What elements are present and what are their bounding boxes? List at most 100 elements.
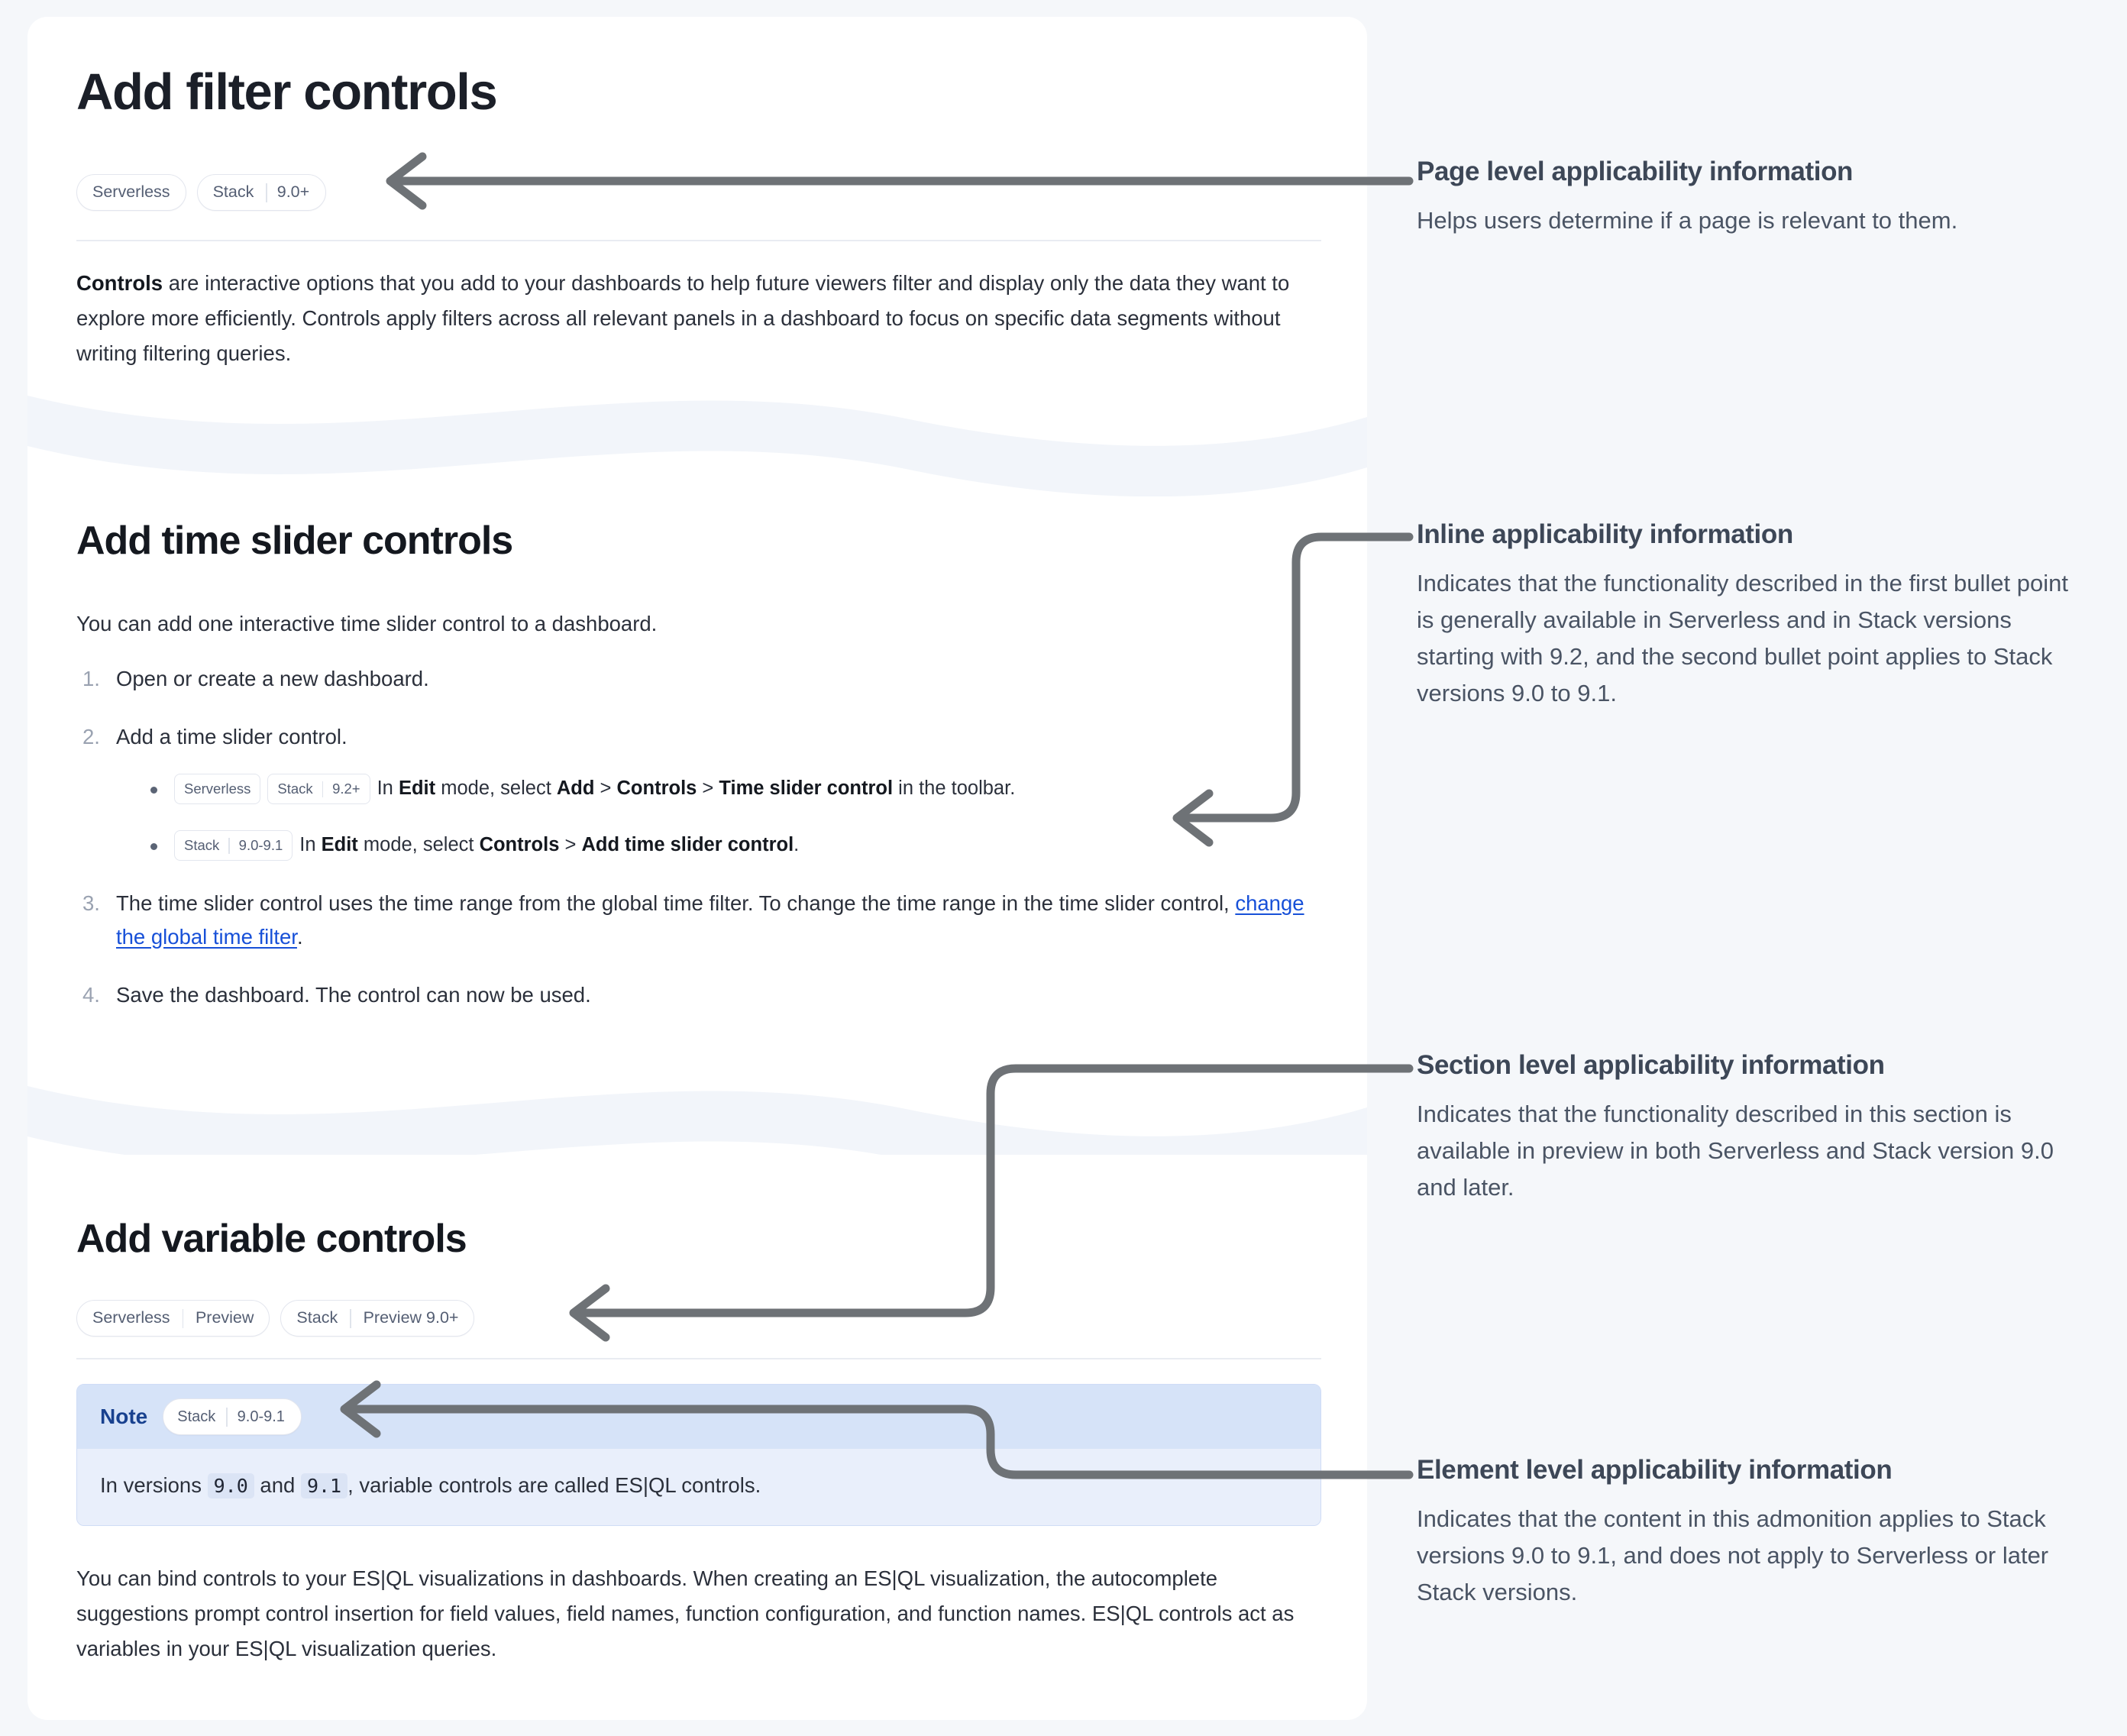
tag-divider bbox=[322, 781, 324, 797]
documentation-panel: Add filter controls Serverless Stack 9.0… bbox=[27, 17, 1367, 1720]
text-run: mode, select bbox=[435, 777, 557, 799]
annotation-body: Indicates that the content in this admon… bbox=[1417, 1505, 2049, 1606]
page-applicability-badges: Serverless Stack 9.0+ bbox=[27, 174, 1367, 211]
step-text-tail: . bbox=[296, 924, 303, 949]
section-intro-paragraph: You can add one interactive time slider … bbox=[76, 612, 658, 635]
intro-paragraph: Controls are interactive options that yo… bbox=[27, 266, 1314, 372]
sub-item-text: In Edit mode, select Add > Controls > Ti… bbox=[377, 777, 1016, 799]
annotation-heading: Page level applicability information bbox=[1417, 157, 1854, 186]
badge-serverless[interactable]: Serverless bbox=[76, 174, 186, 211]
inline-code-version: 9.1 bbox=[300, 1473, 348, 1498]
text-run-bold: Add time slider control bbox=[581, 834, 794, 856]
section-rule bbox=[27, 1358, 1367, 1359]
annotation-section-level: Section level applicability information … bbox=[1417, 1050, 2074, 1206]
annotation-body: Indicates that the functionality describ… bbox=[1417, 1101, 2054, 1201]
badge-segment-lifecycle: Preview bbox=[195, 1308, 254, 1327]
text-run-bold: Edit bbox=[321, 834, 358, 856]
tag-divider bbox=[228, 837, 230, 854]
wave-separator-1 bbox=[27, 382, 1367, 496]
badge-stack[interactable]: Stack 9.0+ bbox=[196, 174, 327, 211]
note-admonition-body: In versions 9.0 and 9.1, variable contro… bbox=[77, 1449, 1320, 1525]
page-title: Add filter controls bbox=[76, 63, 498, 121]
text-run-bold: Add bbox=[556, 777, 595, 799]
badge-serverless-preview[interactable]: Serverless Preview bbox=[76, 1300, 270, 1337]
step-text: Save the dashboard. The control can now … bbox=[116, 983, 591, 1007]
intro-lead: Controls bbox=[76, 271, 163, 295]
badge-segment-label: Stack bbox=[212, 183, 254, 202]
global-time-filter-link[interactable]: change the global time filter bbox=[116, 891, 1304, 949]
step-item: Add a time slider control. Serverless St… bbox=[76, 720, 1338, 862]
note-label: Note bbox=[100, 1405, 148, 1428]
tag-segment-label: Stack bbox=[184, 837, 220, 854]
text-run-bold: Time slider control bbox=[719, 777, 894, 799]
text-run: . bbox=[794, 834, 800, 856]
wave-separator-2 bbox=[27, 1040, 1367, 1155]
text-run: , variable controls are called ES|QL con… bbox=[347, 1473, 761, 1497]
step-item: The time slider control uses the time ra… bbox=[76, 887, 1338, 953]
note-admonition: Note Stack 9.0-9.1 In versions 9.0 and 9… bbox=[76, 1384, 1321, 1526]
annotation-inline-level: Inline applicability information Indicat… bbox=[1417, 519, 2074, 712]
sub-item-text: In Edit mode, select Controls > Add time… bbox=[299, 834, 799, 855]
text-run: mode, select bbox=[357, 834, 480, 856]
tag-serverless[interactable]: Serverless bbox=[174, 774, 261, 805]
annotation-heading: Section level applicability information bbox=[1417, 1050, 1885, 1080]
tag-segment-version: 9.0-9.1 bbox=[238, 837, 283, 854]
badge-segment-label: Stack bbox=[177, 1408, 216, 1425]
page-header: Add filter controls bbox=[27, 63, 1367, 121]
text-run: > bbox=[594, 777, 617, 799]
badge-divider bbox=[266, 183, 267, 202]
badge-segment-version: 9.0-9.1 bbox=[237, 1408, 285, 1425]
text-run: > bbox=[697, 777, 719, 799]
step-item: Open or create a new dashboard. bbox=[76, 662, 1338, 696]
sub-item: Stack 9.0-9.1 In Edit mode, select Contr… bbox=[145, 830, 1338, 862]
annotation-page-level: Page level applicability information Hel… bbox=[1417, 157, 2074, 239]
text-run-bold: Controls bbox=[616, 777, 697, 799]
tag-segment-label: Serverless bbox=[184, 780, 251, 797]
sub-item: Serverless Stack 9.2+ In Edit mode, sele… bbox=[145, 774, 1338, 805]
annotation-body: Indicates that the functionality describ… bbox=[1417, 570, 2068, 707]
title-rule bbox=[27, 240, 1367, 241]
intro-rest: are interactive options that you add to … bbox=[76, 271, 1290, 366]
badge-divider bbox=[226, 1407, 228, 1427]
note-admonition-wrap: Note Stack 9.0-9.1 In versions 9.0 and 9… bbox=[27, 1384, 1367, 1526]
variable-controls-paragraph-wrap: You can bind controls to your ES|QL visu… bbox=[27, 1561, 1367, 1667]
intro-paragraph-wrap: Controls are interactive options that yo… bbox=[27, 266, 1367, 372]
section-title: Add variable controls bbox=[76, 1217, 467, 1261]
text-run-bold: Edit bbox=[398, 777, 436, 799]
text-run: In versions bbox=[100, 1473, 208, 1497]
step-text: Open or create a new dashboard. bbox=[116, 667, 429, 690]
text-run: > bbox=[559, 834, 582, 856]
badge-stack-preview[interactable]: Stack Preview 9.0+ bbox=[280, 1300, 475, 1337]
step-text: Add a time slider control. bbox=[116, 725, 347, 749]
annotation-element-level: Element level applicability information … bbox=[1417, 1455, 2074, 1611]
annotation-heading: Element level applicability information bbox=[1417, 1455, 1893, 1485]
step-text: The time slider control uses the time ra… bbox=[116, 891, 1236, 916]
variable-controls-paragraph: You can bind controls to your ES|QL visu… bbox=[76, 1566, 1295, 1661]
time-slider-steps: Open or create a new dashboard. Add a ti… bbox=[27, 662, 1367, 1037]
section-time-slider-heading: Add time slider controls bbox=[27, 518, 1367, 564]
note-admonition-header: Note Stack 9.0-9.1 bbox=[77, 1385, 1320, 1449]
section-title: Add time slider controls bbox=[76, 519, 513, 563]
tag-stack[interactable]: Stack 9.0-9.1 bbox=[174, 830, 293, 862]
tag-segment-version: 9.2+ bbox=[332, 780, 360, 797]
step-sub-list: Serverless Stack 9.2+ In Edit mode, sele… bbox=[116, 774, 1338, 862]
section-time-slider-intro: You can add one interactive time slider … bbox=[27, 606, 1367, 642]
badge-segment-label: Stack bbox=[296, 1308, 338, 1327]
badge-segment-label: Serverless bbox=[92, 1308, 170, 1327]
text-run: in the toolbar. bbox=[893, 777, 1016, 799]
annotation-heading: Inline applicability information bbox=[1417, 519, 1793, 549]
tag-stack[interactable]: Stack 9.2+ bbox=[267, 774, 370, 805]
badge-stack-note[interactable]: Stack 9.0-9.1 bbox=[163, 1398, 302, 1435]
tag-segment-label: Stack bbox=[277, 780, 313, 797]
step-item: Save the dashboard. The control can now … bbox=[76, 978, 1338, 1012]
text-run: and bbox=[254, 1473, 301, 1497]
badge-divider bbox=[350, 1308, 351, 1328]
badge-segment-label: Serverless bbox=[92, 183, 170, 202]
annotation-body: Helps users determine if a page is relev… bbox=[1417, 207, 1958, 234]
text-run: In bbox=[377, 777, 399, 799]
badge-segment-version: 9.0+ bbox=[276, 183, 310, 202]
section-applicability-badges: Serverless Preview Stack Preview 9.0+ bbox=[27, 1300, 1367, 1337]
text-run-bold: Controls bbox=[479, 834, 560, 856]
text-run: In bbox=[299, 834, 322, 856]
